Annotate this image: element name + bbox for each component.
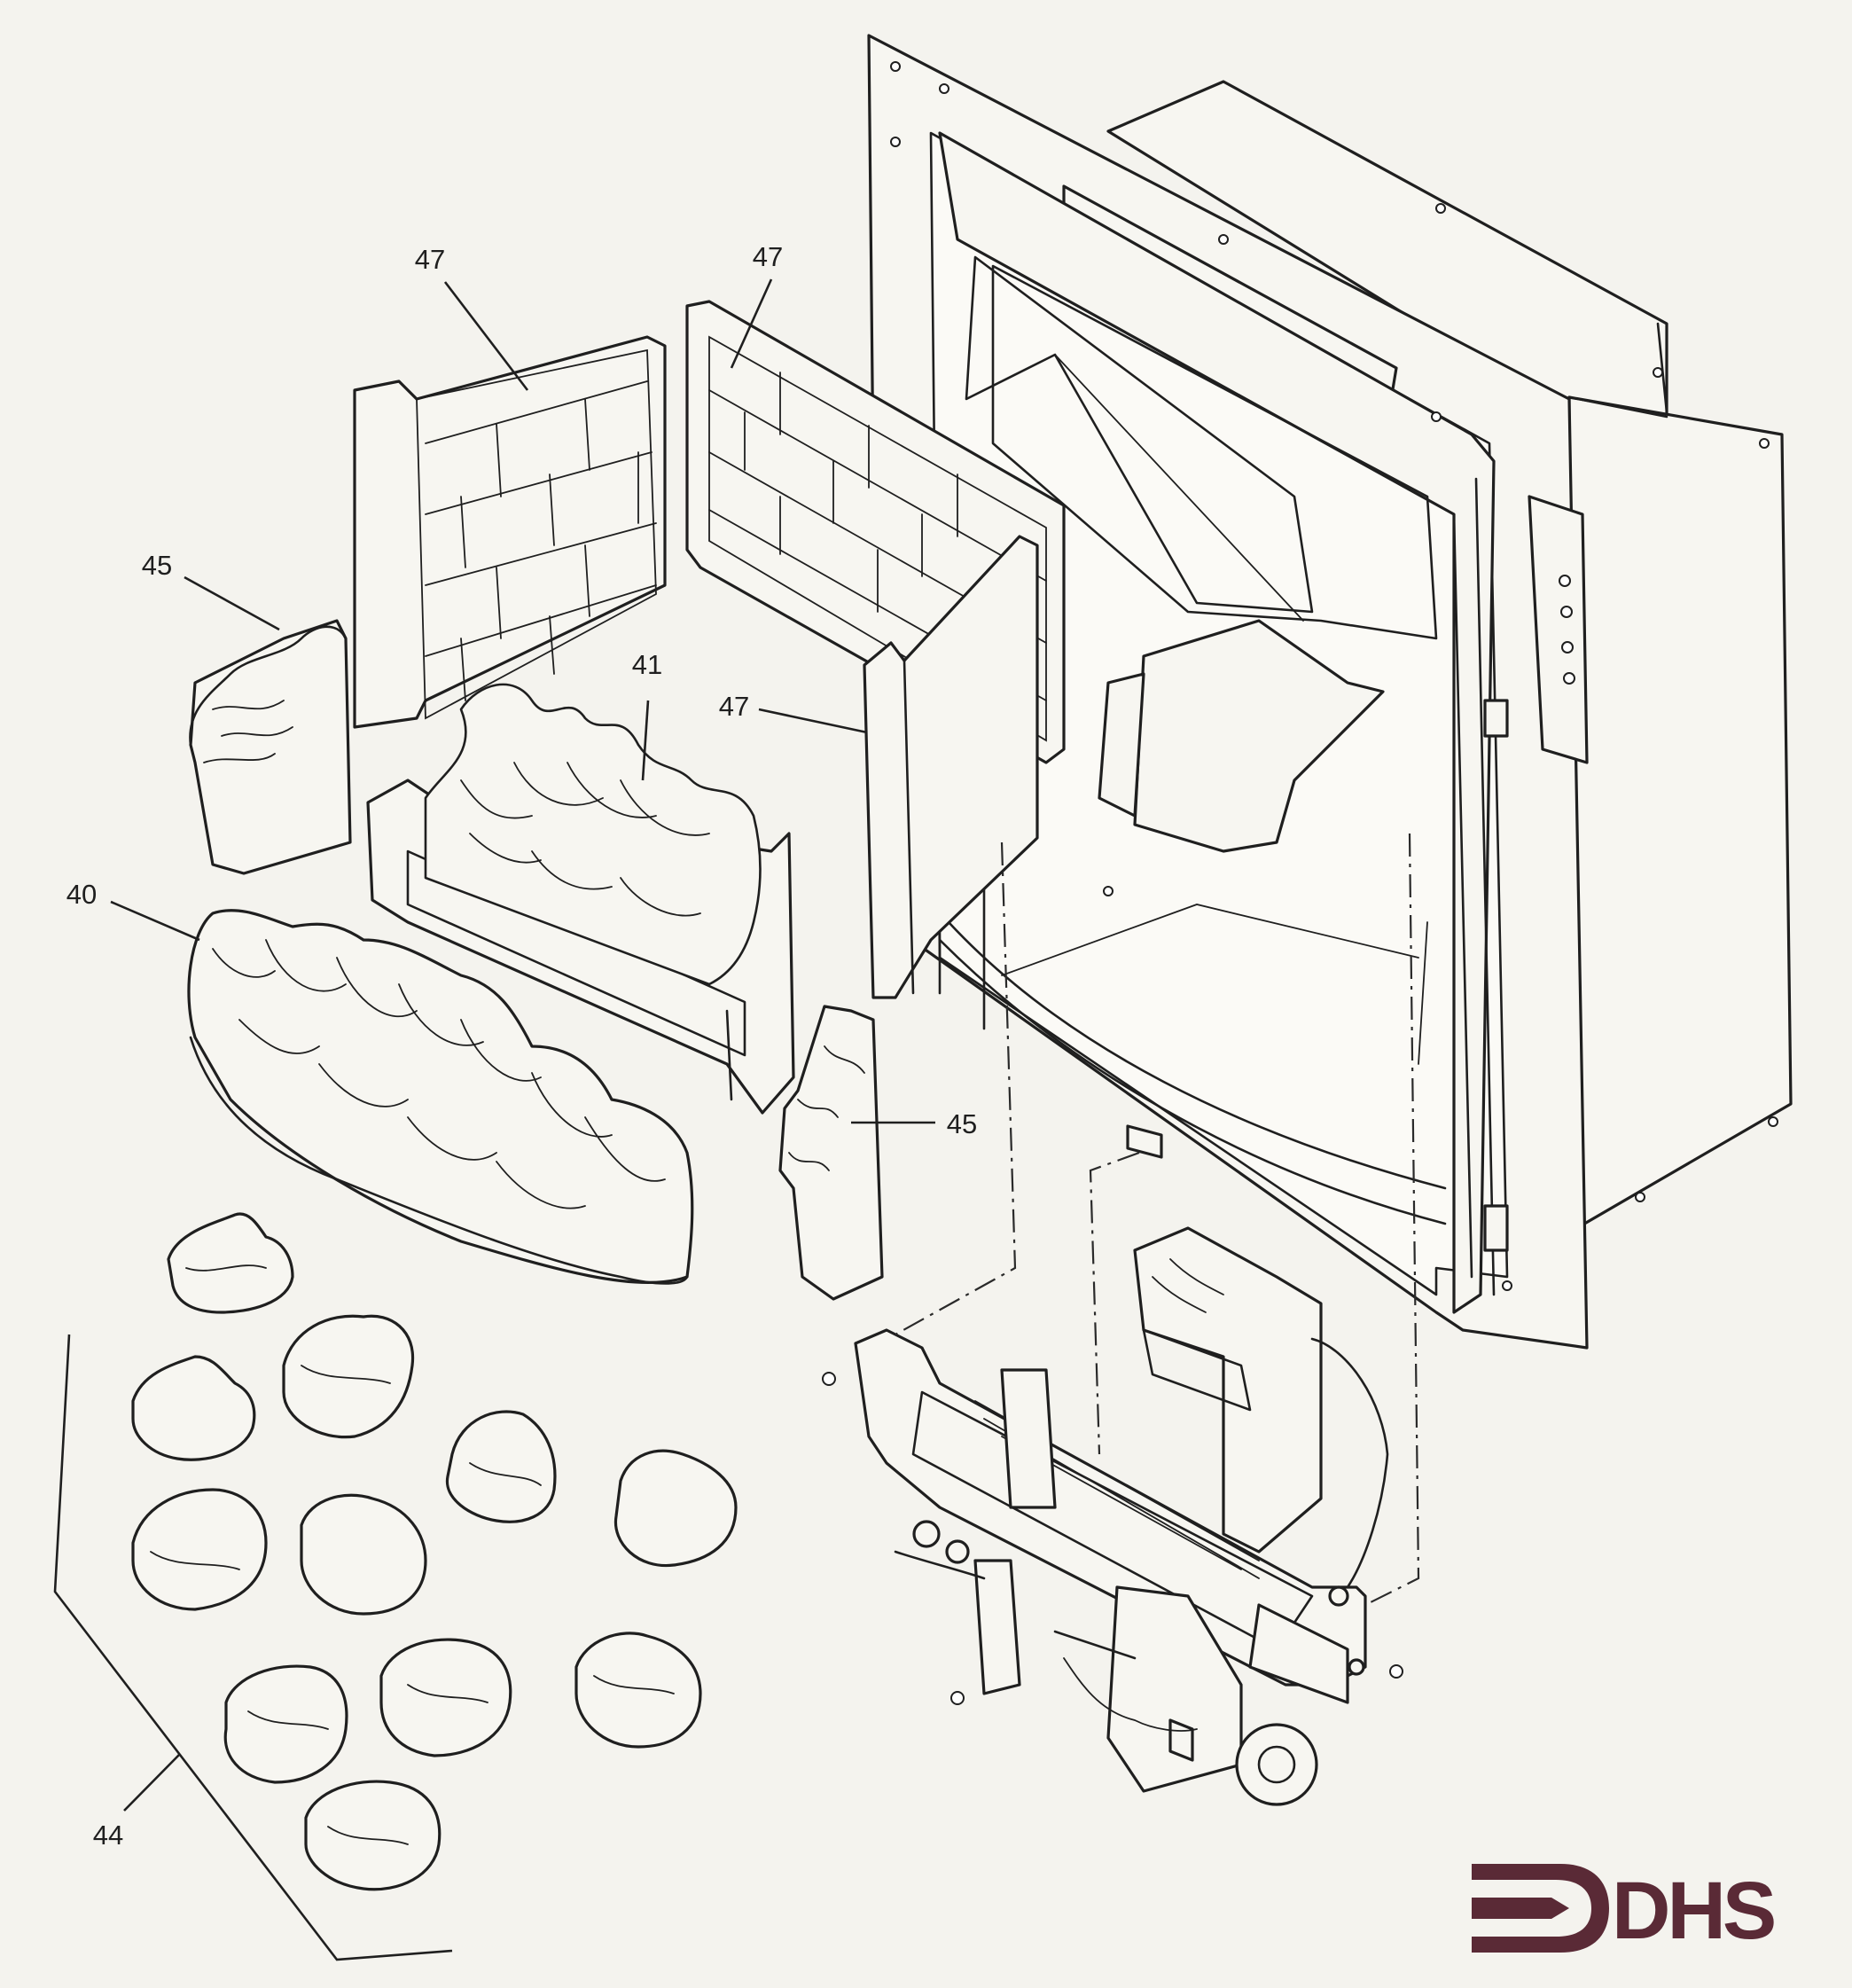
callout-45-right-coal: 45 [947, 1108, 977, 1139]
callout-47-front-panel: 47 [719, 691, 749, 722]
callout-41-coal-bed: 41 [632, 649, 662, 680]
coal-log-fuel-bed [187, 909, 694, 1285]
callout-45-left-coal: 45 [142, 550, 172, 581]
loose-coals-bracket [53, 1334, 453, 1961]
callout-40-coal-log: 40 [66, 879, 97, 910]
front-side-panel [863, 535, 1039, 999]
rear-brick-panel [353, 335, 667, 729]
assembly-guide-lines [895, 833, 1420, 1606]
side-coal-right [778, 1005, 884, 1301]
firebox-casing [867, 34, 1793, 1350]
burner-assembly [822, 1226, 1403, 1806]
loose-coals [131, 1212, 738, 1891]
callout-47-rear-panel: 47 [415, 244, 445, 275]
side-coal-left [189, 619, 352, 875]
callout-44-loose-coals: 44 [93, 1820, 123, 1851]
logo-text: DHS [1612, 1866, 1774, 1956]
dhs-logo: DHS [1472, 1864, 1778, 1956]
callout-47-side-panel: 47 [753, 241, 783, 272]
leader-lines [110, 278, 935, 1812]
coal-bed-tray [366, 683, 795, 1115]
arrow-bracket-icon [1472, 1864, 1609, 1953]
